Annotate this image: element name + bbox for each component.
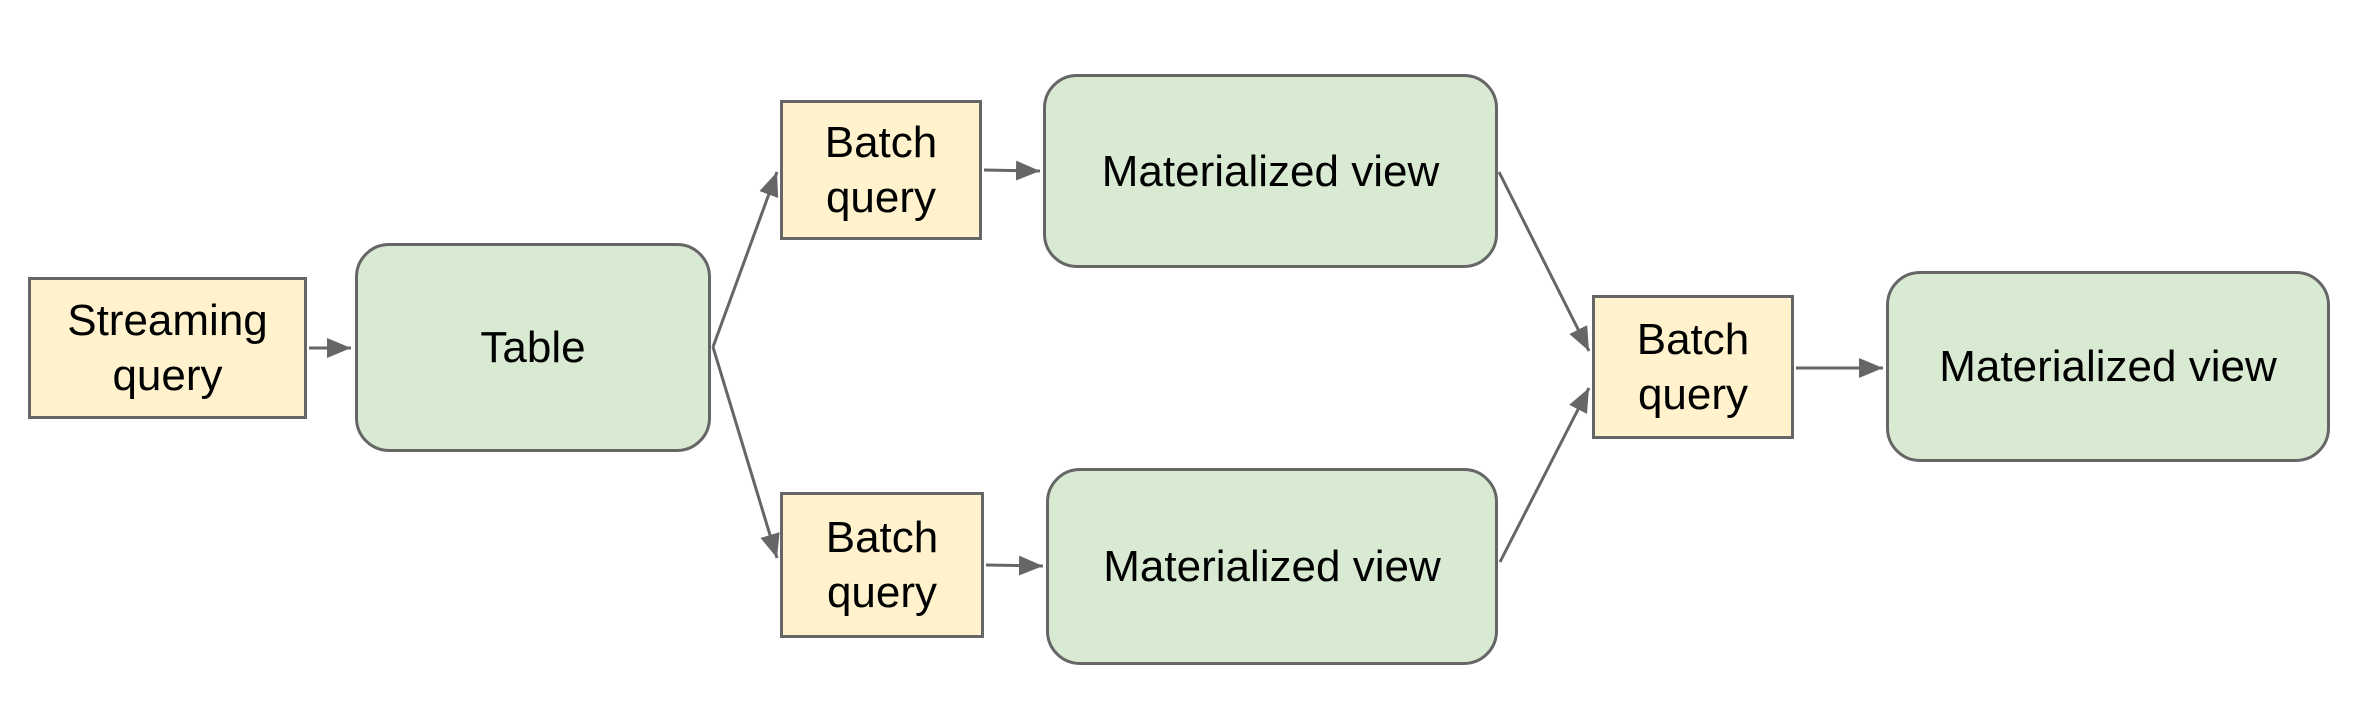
node-batch-query-right: Batch query [1592,295,1794,439]
node-table-label: Table [480,323,586,372]
node-batch-query-top-label: Batch query [824,118,938,222]
node-streaming-query: Streaming query [28,277,307,419]
arrow-table-to-batch-query-top [711,171,779,348]
arrow-table-to-batch-query-bottom [711,346,780,559]
arrow-batch-query-bottom-to-materialized-view-bottom [985,555,1044,576]
arrow-materialized-view-top-to-batch-query-right [1497,171,1591,352]
arrow-batch-query-top-to-materialized-view-top [983,160,1041,181]
node-batch-query-top: Batch query [780,100,982,240]
node-materialized-view-bottom-label: Materialized view [1103,542,1441,591]
node-materialized-view-right-label: Materialized view [1939,342,2277,391]
node-materialized-view-top-label: Materialized view [1101,146,1440,196]
node-materialized-view-bottom: Materialized view [1046,468,1498,665]
node-table: Table [355,243,711,452]
arrow-materialized-view-bottom-to-batch-query-right [1498,387,1591,563]
node-batch-query-bottom-label: Batch query [825,513,939,617]
node-materialized-view-right: Materialized view [1886,271,2330,462]
node-batch-query-right-label: Batch query [1636,315,1750,419]
node-materialized-view-top: Materialized view [1043,74,1498,268]
node-streaming-query-label: Streaming query [67,296,268,400]
node-batch-query-bottom: Batch query [780,492,984,638]
